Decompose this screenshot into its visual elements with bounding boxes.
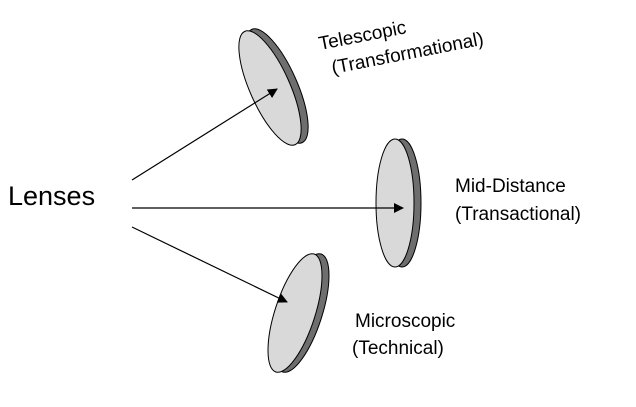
lens-mid-distance [375,138,422,268]
source-label: Lenses [8,181,95,211]
lens-microscopic-title: Microscopic [355,311,455,332]
lens-microscopic-face [267,253,323,373]
lens-mid-distance-subtitle: (Transactional) [455,204,581,225]
arrow-to-microscopic [131,226,288,303]
lens-microscopic [267,253,330,373]
lens-mid-distance-face [375,138,415,268]
lens-telescopic-face [238,30,302,146]
arrow-to-telescopic [131,88,278,181]
lens-mid-distance-label: Mid-Distance (Transactional) [455,176,581,225]
lens-telescopic [238,28,309,146]
lens-microscopic-label: Microscopic (Technical) [352,311,461,359]
lens-mid-distance-title: Mid-Distance [455,176,566,197]
lens-telescopic-label: Telescopic (Transformational) [317,3,485,80]
lens-microscopic-subtitle: (Technical) [352,338,444,359]
